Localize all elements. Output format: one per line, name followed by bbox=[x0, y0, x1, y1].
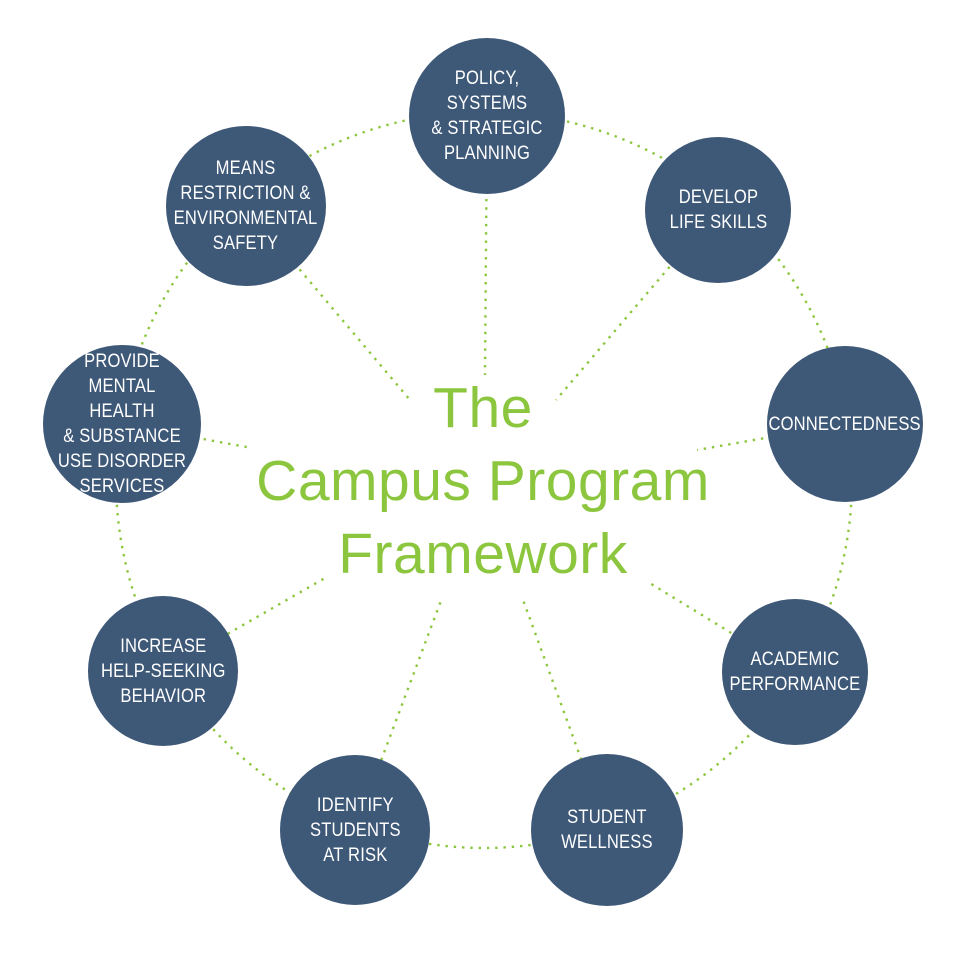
node-provide-mental-health-substance-use-disorder-services: PROVIDE MENTAL HEALTH & SUBSTANCE USE DI… bbox=[43, 345, 201, 503]
node-label: PROVIDE MENTAL HEALTH & SUBSTANCE USE DI… bbox=[57, 350, 187, 497]
node-increase-help-seeking-behavior: INCREASE HELP-SEEKING BEHAVIOR bbox=[88, 596, 238, 746]
node-means-restriction-environmental-safety: MEANS RESTRICTION & ENVIRONMENTAL SAFETY bbox=[166, 126, 326, 286]
diagram-title: The Campus Program Framework bbox=[256, 376, 710, 586]
node-label: MEANS RESTRICTION & ENVIRONMENTAL SAFETY bbox=[174, 157, 318, 254]
node-policy-systems-strategic-planning: POLICY, SYSTEMS & STRATEGIC PLANNING bbox=[409, 38, 565, 194]
node-develop-life-skills: DEVELOP LIFE SKILLS bbox=[645, 137, 791, 283]
spoke-increase bbox=[162, 576, 326, 673]
node-label: INCREASE HELP-SEEKING BEHAVIOR bbox=[100, 634, 226, 707]
node-academic-performance: ACADEMIC PERFORMANCE bbox=[722, 599, 868, 745]
spoke-provide bbox=[121, 422, 253, 450]
node-label: STUDENT WELLNESS bbox=[561, 806, 653, 853]
node-label: POLICY, SYSTEMS & STRATEGIC PLANNING bbox=[431, 67, 543, 164]
node-label: ACADEMIC PERFORMANCE bbox=[729, 648, 861, 695]
node-identify-students-at-risk: IDENTIFY STUDENTS AT RISK bbox=[280, 755, 430, 905]
node-label: CONNECTEDNESS bbox=[768, 412, 922, 435]
node-label: IDENTIFY STUDENTS AT RISK bbox=[309, 793, 401, 866]
node-connectedness: CONNECTEDNESS bbox=[767, 346, 923, 502]
node-label: DEVELOP LIFE SKILLS bbox=[669, 186, 767, 233]
node-student-wellness: STUDENT WELLNESS bbox=[531, 754, 683, 906]
